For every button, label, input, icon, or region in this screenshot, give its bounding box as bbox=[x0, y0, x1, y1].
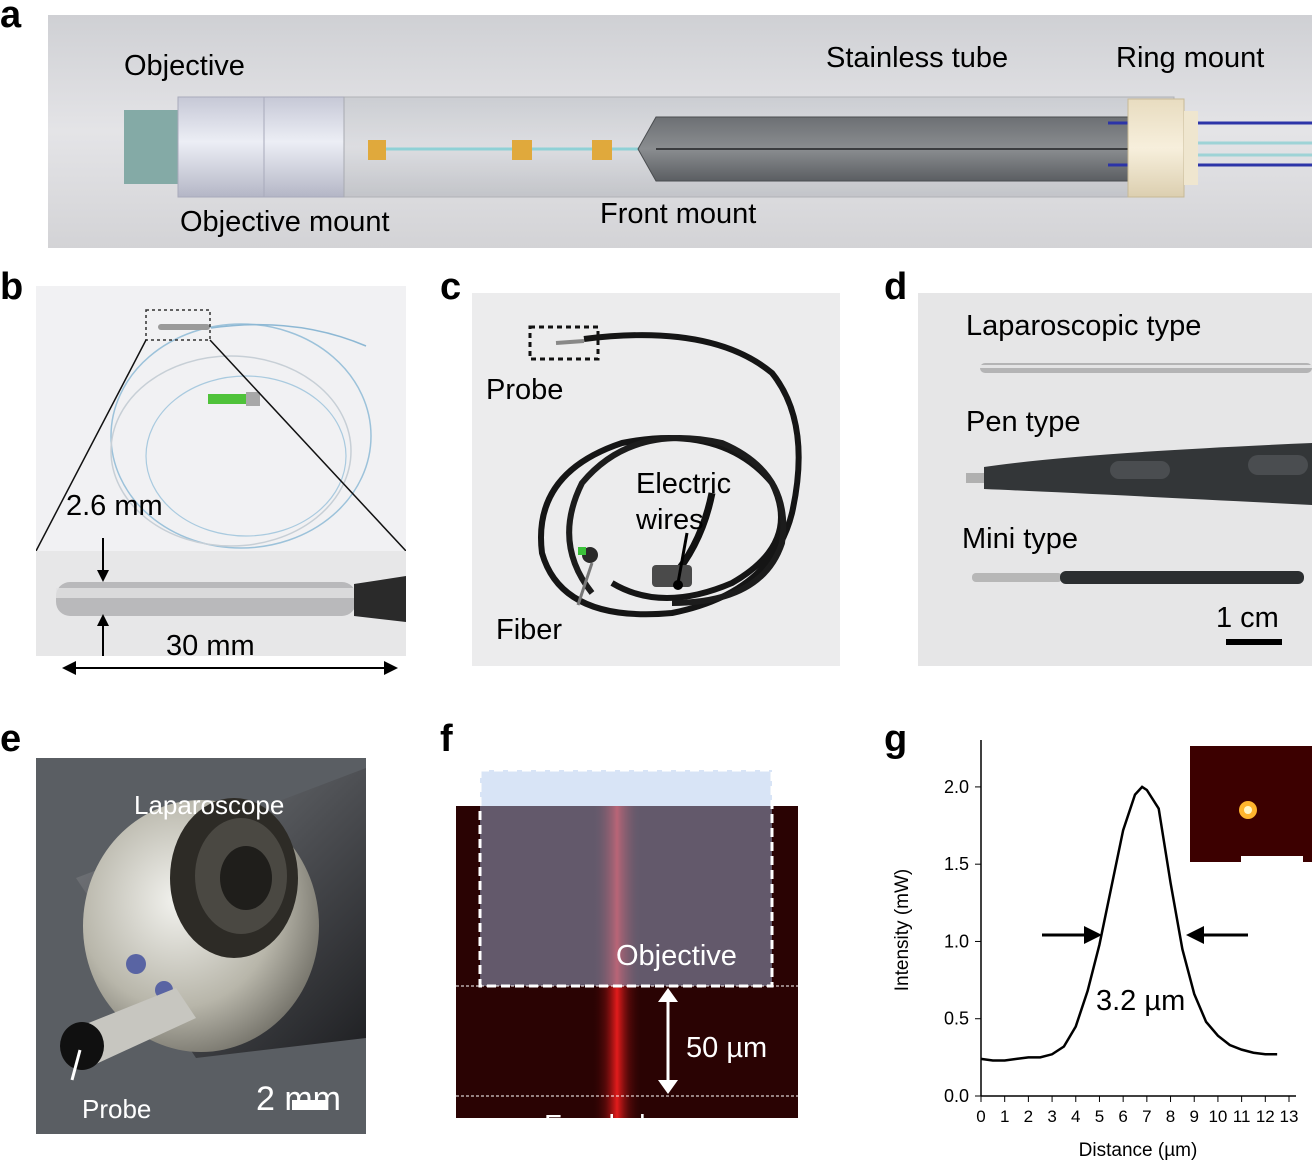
length-arrow bbox=[62, 661, 398, 675]
label-laparoscope: Laparoscope bbox=[134, 790, 285, 820]
label-electric-line2: wires bbox=[636, 504, 704, 536]
label-length: 30 mm bbox=[166, 630, 255, 662]
laparoscope-photo bbox=[36, 758, 366, 1134]
x-tick-label: 6 bbox=[1118, 1107, 1127, 1126]
label-focal-plane: Focal plane bbox=[544, 1110, 694, 1142]
label-laparoscopic-type: Laparoscopic type bbox=[966, 310, 1202, 342]
label-objective: Objective bbox=[124, 50, 245, 82]
label-scale-1cm: 1 cm bbox=[1216, 602, 1279, 634]
x-tick-label: 12 bbox=[1256, 1107, 1275, 1126]
x-axis-label: Distance (µm) bbox=[1079, 1140, 1198, 1160]
probe-photo bbox=[35, 286, 407, 658]
label-50um: 50 µm bbox=[686, 1032, 768, 1064]
panel-label-d: d bbox=[884, 266, 908, 308]
panel-d bbox=[918, 293, 1312, 666]
x-tick-label: 2 bbox=[1024, 1107, 1033, 1126]
panel-b bbox=[35, 286, 407, 658]
fwhm-arrowhead-left bbox=[1084, 926, 1102, 944]
panel-f bbox=[456, 768, 798, 1118]
y-tick-label: 0.5 bbox=[944, 1009, 969, 1029]
label-fiber: Fiber bbox=[496, 614, 563, 646]
x-tick-label: 5 bbox=[1095, 1107, 1104, 1126]
x-tick-label: 4 bbox=[1071, 1107, 1080, 1126]
label-scale-2mm: 2 mm bbox=[256, 1080, 341, 1118]
inset-scale-bar bbox=[1241, 856, 1303, 862]
x-tick-label: 7 bbox=[1142, 1107, 1151, 1126]
y-tick-label: 2.0 bbox=[944, 777, 969, 797]
intensity-line bbox=[980, 785, 1278, 1062]
probe-cable-photo bbox=[528, 325, 802, 618]
panel-label-a: a bbox=[0, 0, 22, 36]
panel-label-b: b bbox=[0, 266, 24, 308]
y-axis-label: Intensity (mW) bbox=[892, 869, 913, 991]
label-stainless-tube: Stainless tube bbox=[826, 42, 1009, 74]
x-tick-label: 8 bbox=[1166, 1107, 1175, 1126]
label-front-mount: Front mount bbox=[600, 198, 757, 230]
label-electric-line1: Electric bbox=[636, 468, 732, 500]
label-probe-e: Probe bbox=[82, 1094, 152, 1124]
panel-e bbox=[36, 758, 366, 1134]
y-tick-label: 0.0 bbox=[944, 1086, 969, 1106]
x-tick-label: 11 bbox=[1233, 1107, 1251, 1126]
label-objective-mount: Objective mount bbox=[180, 206, 390, 238]
x-tick-label: 9 bbox=[1189, 1107, 1198, 1126]
label-mini-type: Mini type bbox=[962, 523, 1079, 555]
x-tick-label: 0 bbox=[976, 1107, 985, 1126]
panel-c bbox=[472, 293, 840, 666]
beam-profile-image bbox=[456, 768, 798, 1118]
panel-a bbox=[48, 15, 1312, 248]
fwhm-arrowhead-right bbox=[1186, 926, 1204, 944]
probe-cad-render bbox=[48, 15, 1312, 248]
x-tick-label: 1 bbox=[1000, 1107, 1009, 1126]
label-objective-f: Objective bbox=[616, 940, 737, 972]
label-pen-type: Pen type bbox=[966, 406, 1081, 438]
y-tick-label: 1.0 bbox=[944, 931, 969, 951]
panel-label-g: g bbox=[884, 718, 908, 760]
fwhm-label: 3.2 µm bbox=[1096, 985, 1185, 1017]
label-diameter: 2.6 mm bbox=[66, 490, 163, 522]
panel-label-e: e bbox=[0, 718, 22, 760]
x-tick-label: 10 bbox=[1208, 1107, 1227, 1126]
label-ring-mount: Ring mount bbox=[1116, 42, 1265, 74]
panel-label-c: c bbox=[440, 266, 462, 308]
panel-label-f: f bbox=[440, 718, 453, 760]
focal-spot-core bbox=[1244, 806, 1252, 814]
label-probe-c: Probe bbox=[486, 374, 564, 406]
x-tick-label: 13 bbox=[1280, 1107, 1299, 1126]
y-tick-label: 1.5 bbox=[944, 854, 969, 874]
x-tick-label: 3 bbox=[1047, 1107, 1056, 1126]
probe-types-photo bbox=[966, 363, 1312, 645]
